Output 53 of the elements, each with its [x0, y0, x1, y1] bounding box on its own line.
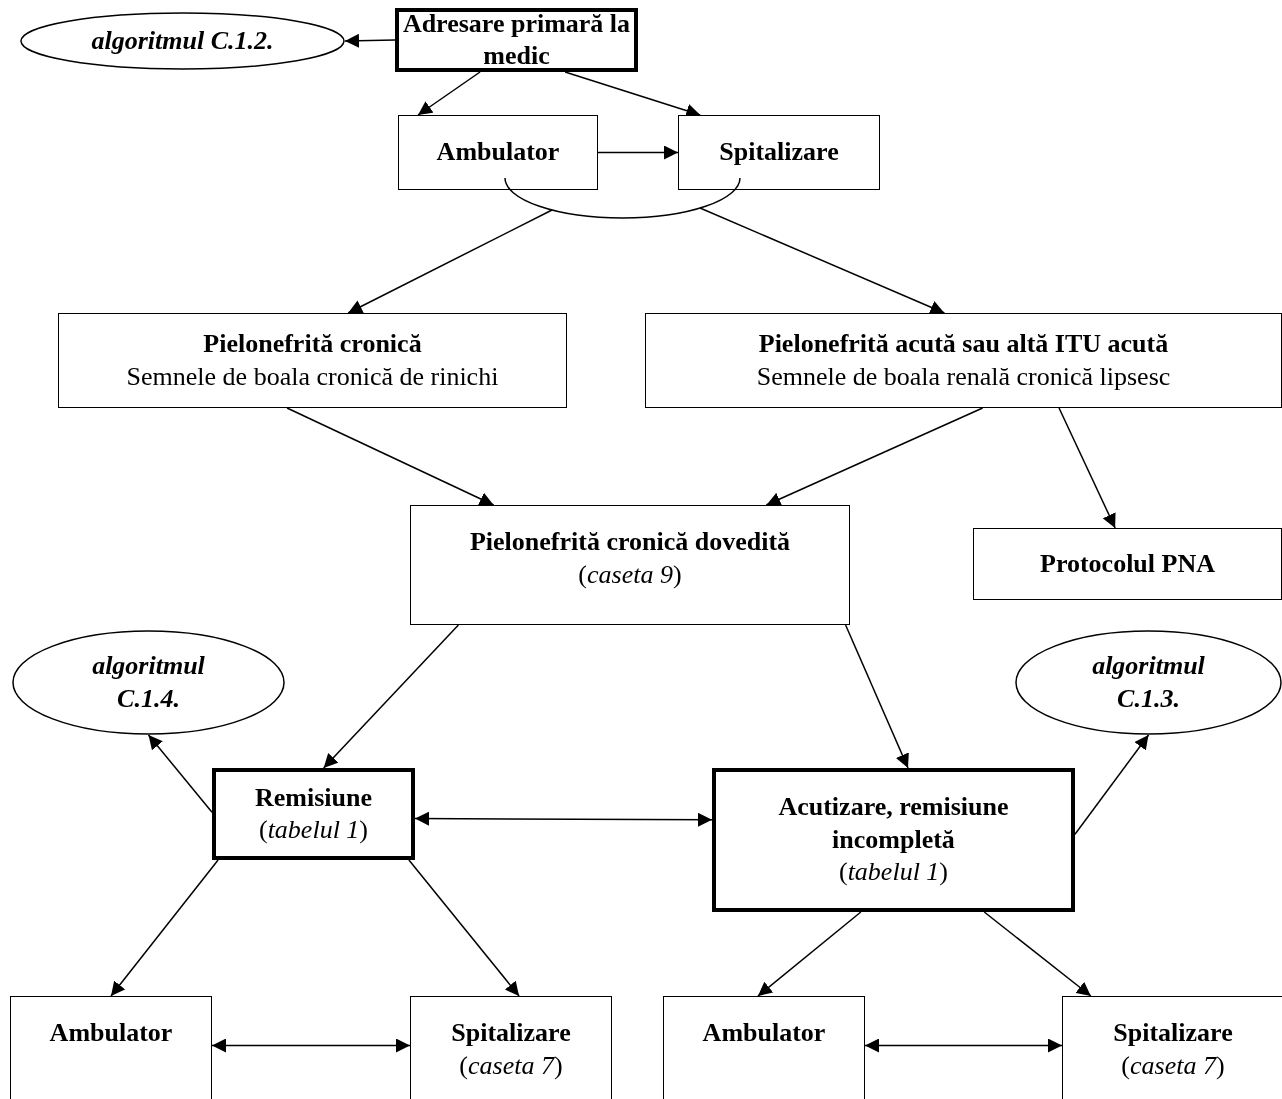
- arrow: [765, 407, 984, 506]
- process-box: [712, 768, 1075, 912]
- process-box: [398, 115, 598, 190]
- arrow: [286, 407, 495, 506]
- box-note: (caseta 9): [578, 558, 682, 591]
- box-heading: Spitalizare: [1113, 1017, 1233, 1049]
- box-heading: Adresare primară la medic: [401, 7, 632, 72]
- box-heading: Remisiune: [255, 781, 372, 814]
- arrow: [147, 734, 213, 813]
- arrow: [110, 859, 219, 997]
- box-note: (caseta 7): [1121, 1049, 1225, 1082]
- process-box: [645, 313, 1282, 408]
- process-box: [663, 996, 865, 1099]
- arrow: [757, 911, 862, 997]
- arrow: [347, 209, 553, 314]
- arrow: [699, 207, 946, 314]
- arrow: [211, 1038, 411, 1053]
- process-box: [973, 528, 1282, 600]
- box-heading: Pielonefrită acută sau altă ITU acută: [758, 328, 1169, 360]
- arrow: [417, 71, 481, 116]
- box-note: (tabelul 1): [838, 856, 949, 889]
- box-note: Semnele de boala renală cronică lipsesc: [756, 360, 1171, 393]
- reference-label: algoritmul C.1.3.: [1091, 650, 1206, 715]
- process-box: [212, 768, 415, 860]
- process-box: [1062, 996, 1282, 1099]
- process-box: [58, 313, 567, 408]
- reference-label: algoritmul C.1.2.: [91, 24, 274, 57]
- arrow: [983, 911, 1092, 997]
- box-heading: Ambulator: [49, 1017, 173, 1049]
- process-box: [678, 115, 880, 190]
- arrow: [408, 859, 520, 997]
- process-box: [410, 996, 612, 1099]
- arrow: [414, 811, 713, 827]
- process-box: [410, 505, 850, 625]
- box-note: (caseta 7): [459, 1049, 563, 1082]
- box-heading: Protocolul PNA: [1040, 547, 1215, 580]
- arrow: [1074, 734, 1150, 835]
- arrow: [1058, 407, 1116, 529]
- arrow: [344, 33, 396, 48]
- box-heading: Spitalizare: [719, 136, 839, 169]
- arrow: [322, 624, 460, 769]
- arrow: [864, 1038, 1063, 1053]
- box-heading: Spitalizare: [451, 1017, 571, 1049]
- box-note: Semnele de boala cronică de rinichi: [126, 360, 499, 393]
- box-heading: Pielonefrită cronică: [203, 328, 422, 360]
- arrow: [597, 145, 679, 160]
- arrow: [844, 624, 909, 769]
- box-heading: Pielonefrită cronică dovedită: [469, 526, 791, 558]
- box-note: (tabelul 1): [258, 814, 369, 846]
- reference-label: algoritmul C.1.4.: [91, 650, 206, 715]
- box-heading: Ambulator: [702, 1017, 826, 1049]
- box-heading: Ambulator: [436, 136, 560, 169]
- process-box: [10, 996, 212, 1099]
